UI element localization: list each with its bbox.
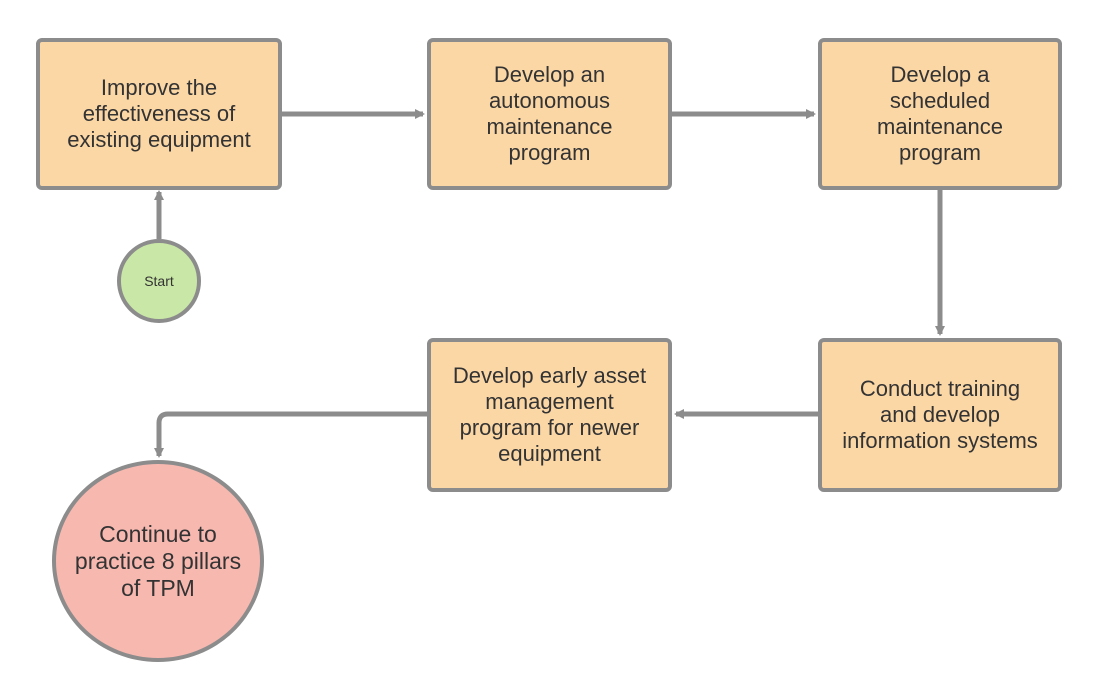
end-label: Continue to practice 8 pillars of TPM bbox=[74, 520, 242, 601]
step-2-label: Develop an autonomous maintenance progra… bbox=[486, 62, 613, 165]
step-4-box: Conduct training and develop information… bbox=[818, 338, 1062, 492]
start-node: Start bbox=[117, 239, 201, 323]
step-5-label: Develop early asset management program f… bbox=[452, 363, 647, 466]
start-label: Start bbox=[144, 273, 174, 289]
step-4-label: Conduct training and develop information… bbox=[842, 376, 1038, 453]
step-3-box: Develop a scheduled maintenance program bbox=[818, 38, 1062, 190]
arrow-step-5-to-end bbox=[154, 411, 427, 458]
step-1-label: Improve the effectiveness of existing eq… bbox=[67, 75, 251, 152]
step-1-box: Improve the effectiveness of existing eq… bbox=[36, 38, 282, 190]
step-5-box: Develop early asset management program f… bbox=[427, 338, 672, 492]
step-2-box: Develop an autonomous maintenance progra… bbox=[427, 38, 672, 190]
end-node: Continue to practice 8 pillars of TPM bbox=[52, 460, 264, 662]
step-3-label: Develop a scheduled maintenance program bbox=[877, 62, 1003, 165]
